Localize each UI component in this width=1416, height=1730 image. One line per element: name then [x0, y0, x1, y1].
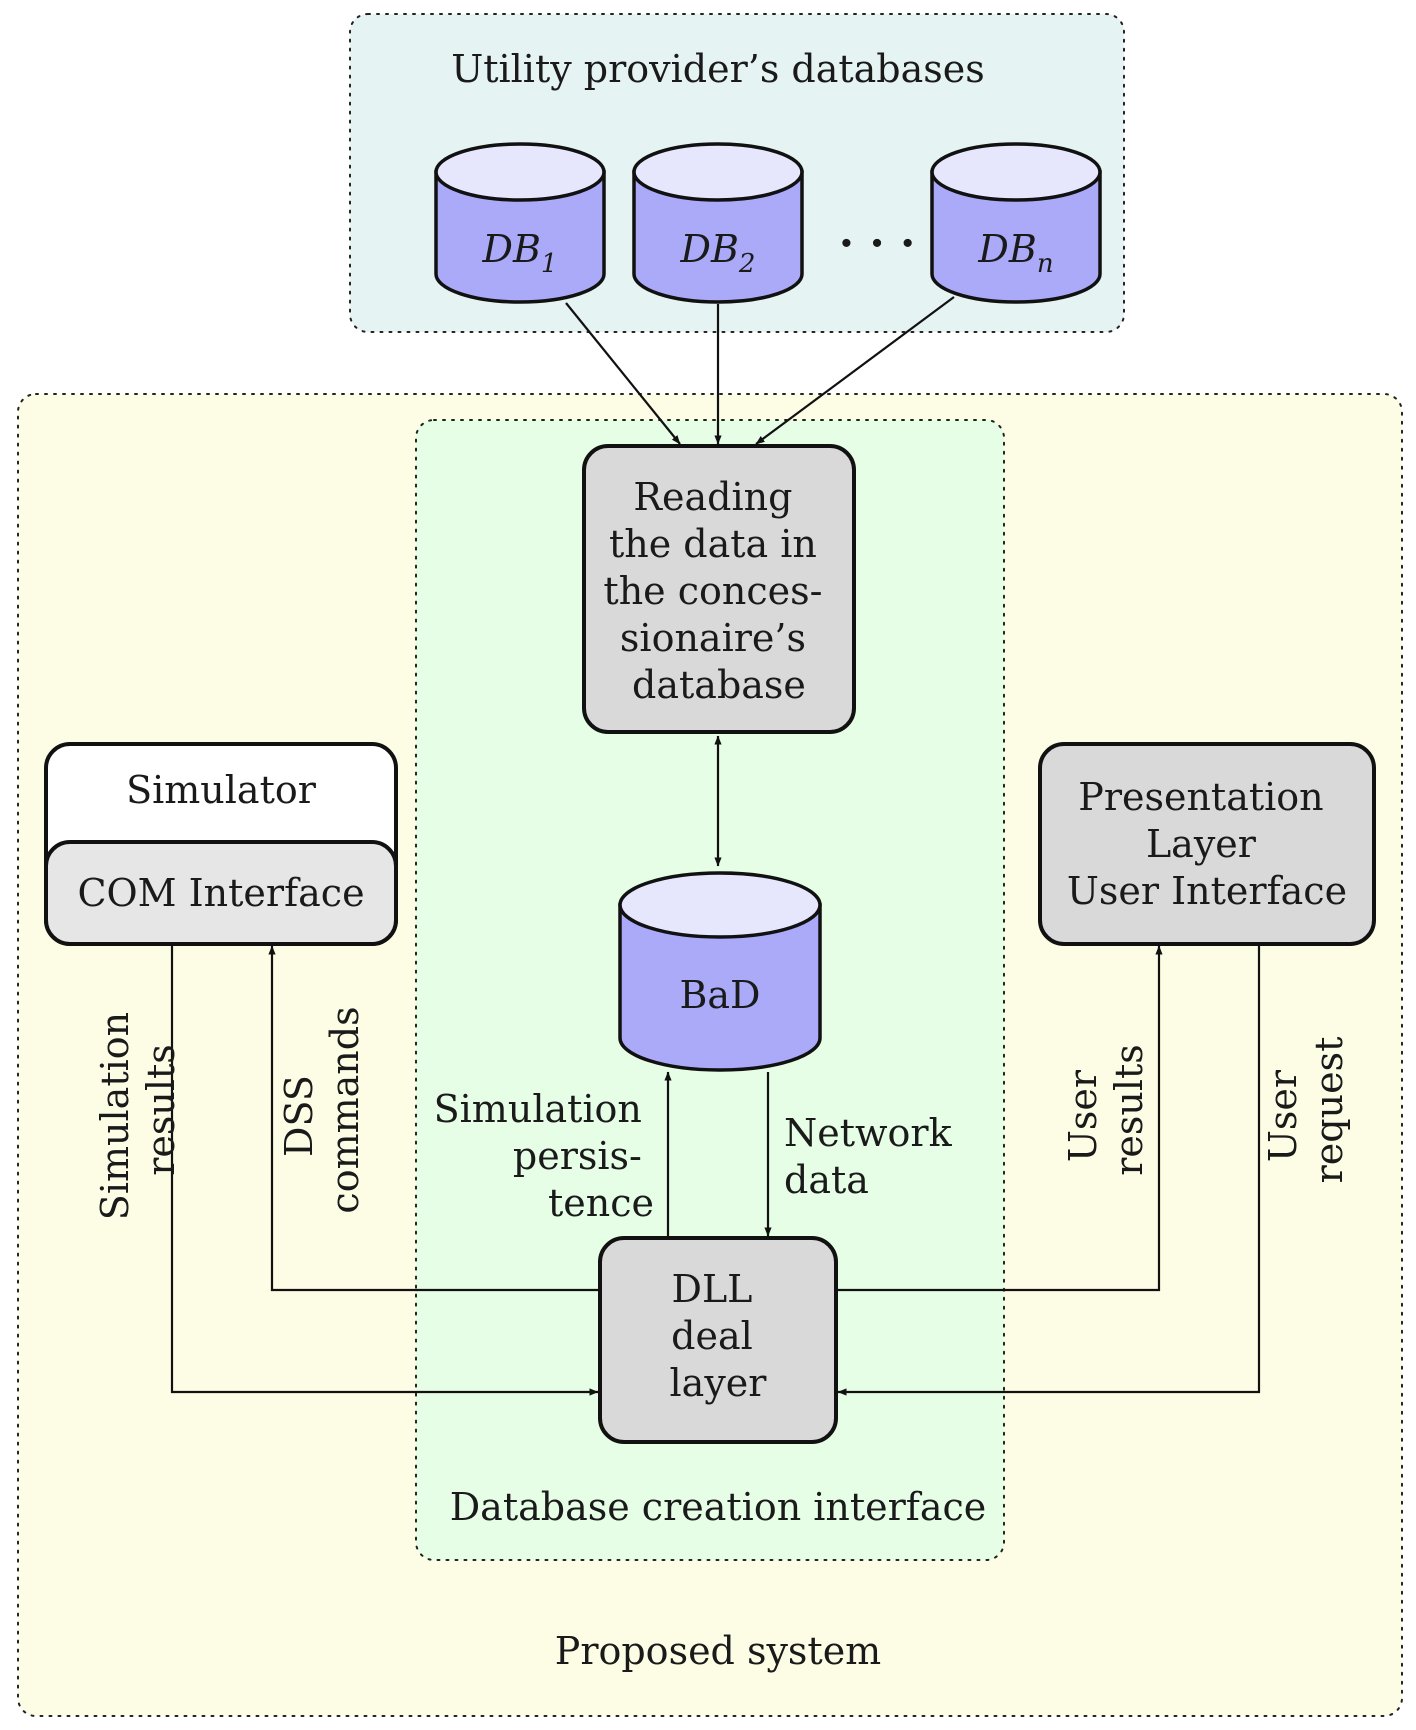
reading-data-box	[582, 444, 856, 734]
db2-subscript: 2	[738, 249, 756, 279]
arrow-dbn-to-reading	[755, 296, 955, 445]
database-cylinder-dbn: DBn	[930, 142, 1102, 304]
simulator-title: Simulator	[126, 768, 317, 812]
com-interface-box	[44, 840, 398, 946]
dbn-subscript: n	[1037, 249, 1054, 279]
arrow-presentation-to-dll-request	[837, 946, 1261, 1396]
svg-text:User results: User results	[1061, 1044, 1151, 1176]
svg-text:DSS commands: DSS commands	[277, 1006, 367, 1213]
user-request-label: User request	[1261, 1037, 1351, 1184]
utility-databases-label: Utility provider’s databases	[451, 47, 985, 91]
presentation-layer-box	[1038, 742, 1376, 946]
user-results-label: User results	[1061, 1044, 1151, 1176]
simulation-persistence-label: Simulation persis- tence	[434, 1087, 654, 1225]
bad-label: BaD	[679, 973, 760, 1017]
svg-text:DB1: DB1	[482, 227, 558, 279]
database-creation-interface-label: Database creation interface	[450, 1485, 987, 1529]
bad-database-cylinder: BaD	[618, 871, 822, 1072]
com-interface-label: COM Interface	[77, 871, 364, 915]
db2-label: DB	[680, 227, 739, 271]
dss-commands-label: DSS commands	[277, 1006, 367, 1213]
reading-data-label: Reading the data in the conces- sionaire…	[603, 475, 834, 707]
dll-deal-layer-label: DLL deal layer	[670, 1267, 768, 1405]
arrow-dll-to-simulator-dss	[268, 945, 598, 1292]
dll-deal-layer-box	[598, 1236, 838, 1444]
db1-subscript: 1	[541, 249, 558, 279]
svg-text:Simulation results: Simulation results	[93, 1000, 183, 1220]
svg-text:DBn: DBn	[977, 227, 1053, 279]
arrow-simulator-to-dll-results	[170, 946, 599, 1396]
db1-label: DB	[482, 227, 541, 271]
proposed-system-label: Proposed system	[555, 1629, 881, 1673]
svg-text:DB2: DB2	[680, 227, 756, 279]
arrow-dll-to-presentation-results	[838, 945, 1163, 1292]
database-cylinder-db1: DB1	[434, 142, 606, 304]
network-data-label: Network data	[784, 1111, 964, 1202]
arrow-db1-to-reading	[565, 302, 681, 445]
presentation-layer-label: Presentation Layer User Interface	[1067, 775, 1347, 913]
svg-text:User request: User request	[1261, 1037, 1351, 1184]
database-cylinder-db2: DB2	[632, 142, 804, 304]
databases-ellipsis: · · ·	[839, 218, 916, 269]
dbn-label: DB	[977, 227, 1036, 271]
simulation-results-label: Simulation results	[93, 1000, 183, 1220]
